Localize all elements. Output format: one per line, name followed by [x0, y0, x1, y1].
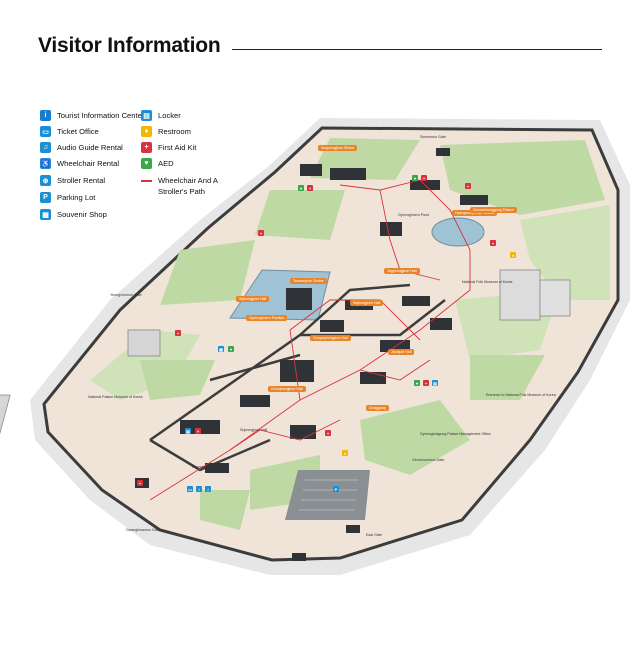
first-aid-icon[interactable]: +: [175, 330, 181, 336]
page-header: Visitor Information: [38, 34, 604, 64]
legend-item: + First Aid Kit: [141, 142, 196, 153]
map-label[interactable]: Sujeongjeon Hall: [240, 428, 268, 432]
map-label[interactable]: Sinmumun Gate: [420, 135, 446, 139]
map-label[interactable]: Geunjeongjeon Hall: [268, 386, 306, 392]
path-label-line1: Wheelchair And A: [158, 176, 218, 185]
map-label[interactable]: Gyeonghoeru Pavilion: [246, 315, 288, 321]
legend-item: ♿ Wheelchair Rental: [40, 158, 120, 169]
map-label[interactable]: Gyeongbokgung Palace Management Office: [420, 432, 491, 436]
parking-icon[interactable]: P: [333, 486, 339, 492]
legend-item: ♥ AED: [141, 158, 174, 169]
first-aid-icon[interactable]: +: [421, 175, 427, 181]
legend-item: ▤ Locker: [141, 110, 181, 121]
parking-area: [285, 470, 370, 520]
map-label[interactable]: Entrance to National Folk Museum of Kore…: [486, 393, 556, 397]
legend-item-path: Wheelchair And A Stroller's Path: [141, 175, 218, 197]
map-label[interactable]: East Gate: [366, 533, 382, 537]
title-divider: [232, 49, 602, 50]
first-aid-icon: +: [141, 142, 152, 153]
locker-icon[interactable]: ▤: [432, 380, 438, 386]
shop-icon[interactable]: ▦: [218, 346, 224, 352]
path-line-icon: [141, 175, 152, 186]
legend-item: ▭ Ticket Office: [40, 126, 99, 137]
map-label[interactable]: Gangnyeongjeon Hall: [310, 335, 351, 341]
map-label[interactable]: Hyangwonjeong Pavilion: [452, 210, 498, 216]
first-aid-icon[interactable]: +: [465, 183, 471, 189]
map-label[interactable]: National Folk Museum of Korea: [462, 280, 513, 284]
legend-item: ♫ Audio Guide Rental: [40, 142, 123, 153]
locker-icon[interactable]: ▤: [185, 428, 191, 434]
aed-icon[interactable]: ♥: [298, 185, 304, 191]
first-aid-icon[interactable]: +: [490, 240, 496, 246]
restroom-icon: ♦: [141, 126, 152, 137]
aed-icon[interactable]: ♥: [412, 175, 418, 181]
map-label[interactable]: Sajeongjeon Hall: [350, 300, 384, 306]
map-label[interactable]: Sunjeongjeon Shrine: [318, 145, 358, 151]
map-label[interactable]: Gyeonghoeru Pond: [398, 213, 430, 217]
restroom-icon[interactable]: ♦: [342, 450, 348, 456]
ticket-icon: ▭: [40, 126, 51, 137]
map-label[interactable]: Yeongchumun Gate: [110, 293, 142, 297]
map-label[interactable]: National Palace Museum of Korea: [88, 395, 143, 399]
headphones-icon[interactable]: ♫: [205, 486, 211, 492]
legend-item: ▦ Souvenir Shop: [40, 209, 107, 220]
first-aid-icon[interactable]: +: [423, 380, 429, 386]
map-label[interactable]: Jagyeongjeon Hall: [384, 268, 420, 274]
aed-icon[interactable]: ♥: [414, 380, 420, 386]
wheelchair-icon: ♿: [40, 158, 51, 169]
locker-icon: ▤: [141, 110, 152, 121]
aed-icon: ♥: [141, 158, 152, 169]
parking-icon: P: [40, 192, 51, 203]
legend-item: ♦ Restroom: [141, 126, 191, 137]
shop-icon: ▦: [40, 209, 51, 220]
ticket-icon[interactable]: ▭: [187, 486, 193, 492]
aed-icon[interactable]: ♥: [228, 346, 234, 352]
legend-item: ⊕ Stroller Rental: [40, 175, 105, 186]
map-label[interactable]: Jibokjae Hall: [388, 349, 415, 355]
hyangwonji-pond: [431, 217, 485, 247]
info-icon[interactable]: i: [196, 486, 202, 492]
map-label[interactable]: Gwanghwamun Gate: [126, 528, 160, 532]
info-icon: i: [40, 110, 51, 121]
map-label[interactable]: Taewonjeon Shrine: [290, 278, 327, 284]
map-label[interactable]: Heungnyemun Gate: [192, 465, 225, 469]
page-title: Visitor Information: [38, 34, 221, 57]
stroller-icon: ⊕: [40, 175, 51, 186]
first-aid-icon[interactable]: +: [137, 480, 143, 486]
map-label[interactable]: Donggung: [366, 405, 389, 411]
legend-item: P Parking Lot: [40, 192, 95, 203]
first-aid-icon[interactable]: +: [307, 185, 313, 191]
map-label[interactable]: Geoncheonggung Palace: [470, 207, 517, 213]
map-label[interactable]: Sujeongjeon Hall: [236, 296, 270, 302]
path-label-line2: Stroller's Path: [158, 187, 206, 196]
legend-item: i Tourist Information Center: [40, 110, 144, 121]
restroom-icon[interactable]: ♦: [510, 252, 516, 258]
first-aid-icon[interactable]: +: [325, 430, 331, 436]
map-label[interactable]: Geonchunmun Gate: [412, 458, 445, 462]
first-aid-icon[interactable]: +: [195, 428, 201, 434]
first-aid-icon[interactable]: +: [258, 230, 264, 236]
headphones-icon: ♫: [40, 142, 51, 153]
